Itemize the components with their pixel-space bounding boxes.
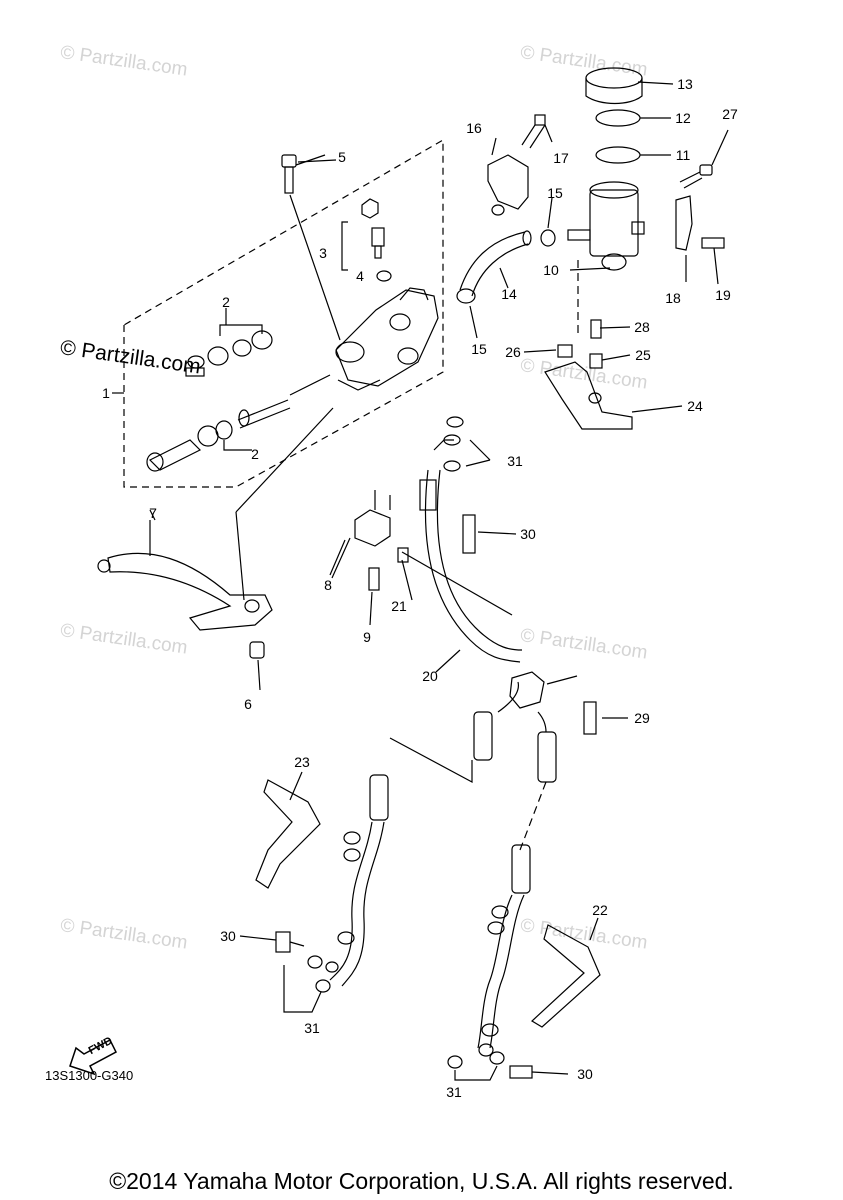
callout-11: 11: [675, 147, 691, 163]
callout-6: 6: [244, 696, 252, 712]
fwd-arrow: [69, 1038, 117, 1076]
part-20-brake-hose: [419, 439, 523, 663]
leader-line: [283, 965, 322, 1013]
callout-2-lower: 2: [251, 446, 259, 462]
leader-line: [235, 407, 334, 513]
part-8-brake-switch: [329, 490, 391, 576]
leader-line: [454, 1065, 498, 1081]
callout-30-left: 30: [220, 928, 236, 944]
part-2-upper-pieces: [185, 308, 273, 377]
part-15-clamp: [456, 288, 476, 304]
callout-16: 16: [466, 120, 482, 136]
callout-30-right: 30: [577, 1066, 593, 1082]
callout-leaders: [149, 81, 729, 1075]
callout-18: 18: [665, 290, 681, 306]
part-18-bracket: [675, 195, 693, 251]
part-13-cap: [585, 67, 643, 105]
part-29-bolt: [583, 701, 597, 735]
right-brake-hose: [477, 711, 557, 1057]
callout-15-upper: 15: [547, 185, 563, 201]
part-21-cable-tie: [401, 551, 513, 616]
part-30-union-bolt: [509, 1065, 533, 1079]
part-3-bleeder: [341, 198, 385, 271]
part-22-hose-guide: [531, 924, 601, 1028]
part-31-washer: [443, 434, 461, 446]
diagram-code: 13S1300-G340: [45, 1068, 134, 1083]
callout-5: 5: [338, 149, 346, 165]
callout-21: 21: [391, 598, 407, 614]
part-31-washer: [447, 1055, 463, 1069]
callout-27: 27: [722, 106, 738, 122]
callout-13: 13: [677, 76, 693, 92]
part-23-hose-guide: [255, 779, 321, 889]
callout-12: 12: [675, 110, 691, 126]
master-cylinder-kit-box: [123, 138, 444, 488]
part-17-bolt: [521, 114, 546, 149]
part-30-bolt-thread: [289, 941, 305, 947]
callout-31-left: 31: [304, 1020, 320, 1036]
part-30-union-bolt: [275, 931, 291, 953]
callout-23: 23: [294, 754, 310, 770]
callout-19: 19: [715, 287, 731, 303]
part-2-lower-pieces: [146, 374, 331, 472]
callout-20: 20: [422, 668, 438, 684]
master-cylinder-body: [335, 287, 439, 391]
part-11-diaphragm-holder: [595, 146, 641, 164]
part-9-screw: [368, 567, 380, 591]
part-12-diaphragm: [595, 109, 641, 127]
part-27-bolt: [679, 164, 713, 189]
part-14-reservoir-hose: [459, 230, 532, 297]
part-31-washer: [307, 955, 323, 969]
part-31-washer: [315, 979, 331, 993]
callout-29: 29: [634, 710, 650, 726]
part-4-washer: [376, 270, 392, 282]
callout-22: 22: [592, 902, 608, 918]
callout-31-right: 31: [446, 1084, 462, 1100]
part-25-damper: [589, 353, 603, 369]
callout-28: 28: [634, 319, 650, 335]
callout-2-upper: 2: [222, 294, 230, 310]
part-28-bolt: [590, 319, 602, 339]
callout-24: 24: [687, 398, 703, 414]
part-24-reservoir-bracket: [544, 361, 633, 430]
part-30-union-bolt: [462, 514, 476, 554]
callout-7: 7: [149, 505, 157, 521]
part-6-pin: [249, 641, 265, 659]
part-19-bolt: [701, 237, 725, 249]
callout-15-lower: 15: [471, 341, 487, 357]
callout-31-upper: 31: [507, 453, 523, 469]
callout-9: 9: [363, 629, 371, 645]
part-10-reservoir: [567, 181, 645, 338]
leader-line: [235, 511, 245, 601]
part-15-clamp: [540, 229, 556, 247]
part-26-collar: [557, 344, 573, 358]
callout-25: 25: [635, 347, 651, 363]
callout-14: 14: [501, 286, 517, 302]
callout-17: 17: [553, 150, 569, 166]
part-7-brake-lever: [97, 520, 273, 631]
callout-8: 8: [324, 577, 332, 593]
left-brake-hose: [325, 681, 520, 987]
part-16-clamp: [487, 154, 529, 216]
callout-30-upper: 30: [520, 526, 536, 542]
part-31-washer: [489, 1051, 505, 1065]
callout-3: 3: [319, 245, 327, 261]
copyright-notice: ©2014 Yamaha Motor Corporation, U.S.A. A…: [109, 1168, 734, 1194]
part-31-washer: [443, 460, 461, 472]
part-5-bolt: [281, 154, 341, 341]
callout-4: 4: [356, 268, 364, 284]
callout-1: 1: [102, 385, 110, 401]
callout-26: 26: [505, 344, 521, 360]
part-31-washer: [446, 416, 464, 428]
callout-10: 10: [543, 262, 559, 278]
hose-joint: [509, 671, 578, 709]
